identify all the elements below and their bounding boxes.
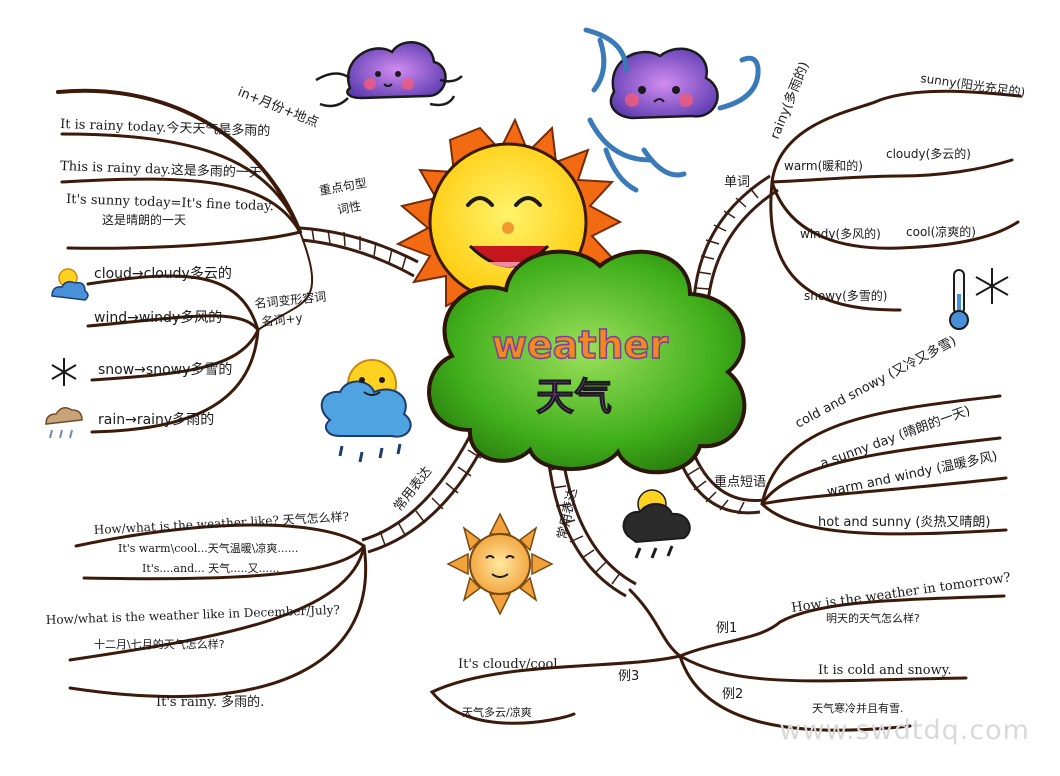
label-words: 单词: [724, 175, 750, 190]
label-noun-plus-y: 名词+y: [261, 310, 304, 329]
word-item: wind→windy多风的: [94, 309, 222, 326]
rail-ties: [695, 187, 759, 290]
label-key-phrases: 重点短语: [714, 474, 766, 490]
branch-left-bottom: 常用表达 How/what is the weather like? 天气怎么样…: [46, 419, 494, 710]
label-example-2: 例2: [722, 687, 743, 702]
branch-left-mid: 名词变形容词 名词+y cloud→cloudy多云的 wind→windy多风…: [45, 265, 327, 439]
example-item: 明天的天气怎么样?: [826, 611, 920, 625]
thermometer-icon: [949, 269, 969, 330]
expression-item: It's rainy. 多雨的.: [156, 694, 264, 710]
label-part-of-speech: 词性: [336, 199, 362, 217]
central-title-en: weather: [492, 323, 669, 367]
label-example-3: 例3: [618, 669, 639, 684]
sentence-item: This is rainy day.这是多雨的一天: [60, 158, 262, 181]
swirl-wind-icon: [583, 27, 761, 193]
example-item: 天气多云/凉爽: [462, 705, 532, 719]
watermark: www.swdtdq.com: [779, 715, 1030, 746]
example-item: It is cold and snowy.: [818, 663, 952, 678]
expression-item: How/what is the weather like? 天气怎么样?: [93, 509, 349, 537]
word-item: warm(暖和的): [784, 158, 863, 173]
rain-cloud-face-icon: [320, 359, 412, 463]
expression-item: How/what is the weather like in December…: [46, 603, 340, 627]
example-item: How is the weather in tomorrow?: [790, 570, 1011, 616]
snowflake-icon: [51, 358, 77, 386]
rail-ties: [379, 433, 490, 546]
example-item: It's cloudy/cool: [458, 657, 558, 672]
word-item: snowy(多雪的): [804, 288, 887, 303]
sun-cloud-small-icon: [51, 268, 89, 301]
phrase-item: hot and sunny (炎热又晴朗): [818, 515, 990, 530]
sentence-item: It's sunny today=It's fine today.: [66, 192, 274, 214]
word-item: cloud→cloudy多云的: [94, 265, 232, 282]
wind-storm-cloud-icon: [609, 47, 719, 120]
word-item: snow→snowy多雪的: [98, 361, 232, 378]
label-noun-to-adj: 名词变形容词: [254, 289, 327, 311]
word-item: windy(多风的): [800, 226, 881, 241]
word-item: rain→rainy多雨的: [98, 411, 214, 428]
label-example-1: 例1: [716, 621, 737, 636]
branch-left-top: in+月份+地点 重点句型 词性 It is rainy today.今天天气是…: [56, 85, 419, 331]
example-item: 天气寒冷并且有雪.: [812, 701, 904, 715]
sentence-item: It is rainy today.今天天气是多雨的: [60, 116, 271, 139]
central-title-zh: 天气: [536, 375, 612, 419]
label-key-sentences: 重点句型: [318, 176, 368, 198]
central-cloud: weather 天气: [427, 249, 747, 475]
branch-bottom: 常用表达 例1 例2 例3 How is the weather in tomo…: [429, 451, 1012, 732]
purple-cloud-icon: [315, 41, 463, 108]
word-item: cool(凉爽的): [906, 224, 976, 239]
rail-ties: [549, 466, 621, 585]
word-item: cloudy(多云的): [886, 146, 971, 161]
snowflake-icon: [975, 268, 1009, 304]
rail-ties: [311, 228, 407, 271]
rain-cloud-small-icon: [45, 407, 83, 439]
word-item: sunny(阳光充足的): [920, 70, 1027, 100]
sentence-item: 这是晴朗的一天: [102, 212, 186, 227]
storm-cloud-icon: [622, 489, 691, 559]
expression-item: 十二月\七月的天气怎么样?: [94, 637, 225, 651]
label-common-expressions: 常用表达: [391, 464, 435, 514]
small-sun-icon: [446, 512, 554, 616]
expression-item: It's warm\cool...天气温暖\凉爽......: [118, 541, 298, 555]
expression-item: It's....and... 天气.....又......: [142, 561, 280, 575]
